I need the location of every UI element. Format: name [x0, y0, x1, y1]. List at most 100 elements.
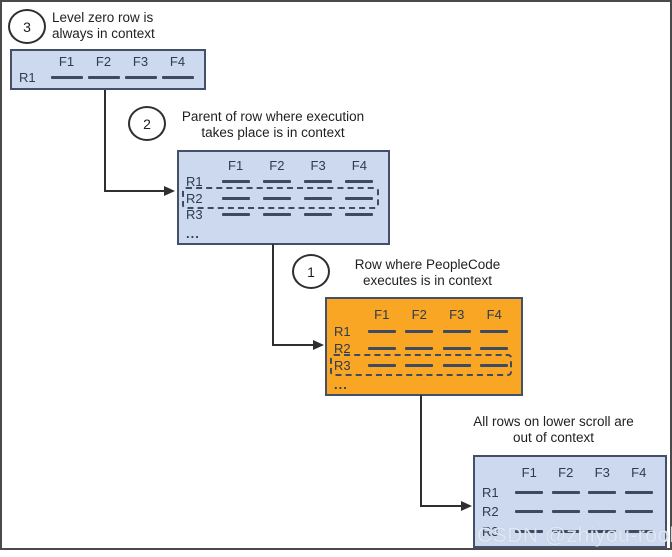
- column-header-f1: F1: [374, 307, 390, 322]
- grid-level0: F1 F2 F3 F4 R1: [10, 49, 206, 90]
- column-header-f4: F4: [169, 54, 186, 70]
- row-label-r1: R1: [482, 484, 499, 500]
- field-dash-icon: [551, 510, 580, 514]
- field-dash-icon: [551, 529, 580, 533]
- field-dash-icon: [480, 330, 509, 333]
- grid-execution-row: F1 F2 F3 F4 R1 R2 R3 ...: [325, 297, 523, 396]
- table-row: R1: [14, 70, 196, 86]
- step-badge-1-number: 1: [307, 263, 315, 280]
- field-dash-icon: [161, 75, 194, 79]
- field-dash-icon: [221, 196, 250, 200]
- row-label-r2: R2: [334, 341, 351, 356]
- connector-line: [272, 244, 274, 346]
- row-label-r1: R1: [334, 324, 351, 339]
- field-dash-icon: [87, 75, 120, 79]
- table-row: R1: [329, 323, 513, 340]
- caption-level-zero: Level zero row is always in context: [52, 10, 155, 42]
- step-badge-1: 1: [292, 254, 330, 289]
- field-dash-icon: [124, 75, 157, 79]
- table-row: R2: [477, 502, 657, 522]
- column-header-f2: F2: [269, 157, 285, 173]
- field-dash-icon: [405, 330, 434, 333]
- grid-parent-header-row: F1 F2 F3 F4: [181, 157, 380, 174]
- field-dash-icon: [624, 510, 653, 514]
- grid-parent-row: F1 F2 F3 F4 R1 R2 R3 ...: [177, 150, 390, 245]
- field-dash-icon: [262, 196, 291, 200]
- row-label-r3: R3: [334, 358, 351, 373]
- ellipsis-text: ...: [186, 226, 200, 241]
- column-header-f4: F4: [486, 307, 502, 322]
- row-label-r1: R1: [19, 69, 36, 85]
- column-header-f3: F3: [594, 465, 610, 481]
- field-dash-icon: [551, 490, 580, 494]
- field-dash-icon: [221, 180, 250, 184]
- step-badge-2: 2: [128, 106, 166, 141]
- field-dash-icon: [515, 510, 544, 514]
- caption-execution-row: Row where PeopleCode executes is in cont…: [335, 257, 520, 289]
- caption-execution-row-line1: Row where PeopleCode: [354, 257, 501, 272]
- caption-parent-row: Parent of row where execution takes plac…: [170, 109, 376, 141]
- grid-lower-scroll: F1 F2 F3 F4 R1 R2 R3: [473, 455, 667, 548]
- field-dash-icon: [262, 213, 291, 217]
- grid-execution-header-row: F1 F2 F3 F4: [329, 306, 513, 323]
- row-label-r3: R3: [186, 207, 203, 223]
- field-dash-icon: [345, 180, 374, 184]
- connector-line: [420, 395, 422, 507]
- grid-level0-header-row: F1 F2 F3 F4: [14, 54, 196, 70]
- table-row-highlighted: R3: [329, 354, 513, 376]
- field-dash-icon: [50, 75, 83, 79]
- caption-level-zero-line1: Level zero row is: [52, 10, 154, 25]
- column-header-f1: F1: [228, 157, 244, 173]
- column-header-f3: F3: [132, 54, 149, 70]
- field-dash-icon: [367, 347, 396, 350]
- field-dash-icon: [367, 364, 396, 367]
- field-dash-icon: [345, 213, 374, 217]
- field-dash-icon: [624, 490, 653, 494]
- field-dash-icon: [262, 180, 291, 184]
- more-rows-ellipsis: ...: [329, 377, 513, 392]
- column-header-f2: F2: [558, 465, 574, 481]
- connector-line: [272, 344, 315, 346]
- column-header-f3: F3: [449, 307, 465, 322]
- field-dash-icon: [304, 196, 333, 200]
- connector-line: [104, 190, 165, 192]
- field-dash-icon: [480, 347, 509, 350]
- field-dash-icon: [221, 213, 250, 217]
- field-dash-icon: [405, 364, 434, 367]
- field-dash-icon: [442, 330, 471, 333]
- field-dash-icon: [515, 490, 544, 494]
- table-row: R3: [181, 207, 380, 224]
- step-badge-3: 3: [8, 9, 46, 44]
- caption-parent-row-line1: Parent of row where execution: [181, 109, 365, 124]
- arrowhead-right-icon: [461, 501, 472, 511]
- grid-lower-header-row: F1 F2 F3 F4: [477, 463, 657, 483]
- row-label-r1: R1: [186, 174, 203, 190]
- arrowhead-right-icon: [313, 340, 324, 350]
- column-header-f3: F3: [310, 157, 326, 173]
- row-label-r3: R3: [482, 523, 499, 539]
- table-row: R1: [477, 483, 657, 503]
- field-dash-icon: [588, 510, 617, 514]
- connector-line: [104, 90, 106, 192]
- caption-lower-scroll-line1: All rows on lower scroll are: [473, 414, 634, 429]
- column-header-f1: F1: [58, 54, 75, 70]
- field-dash-icon: [442, 347, 471, 350]
- caption-level-zero-line2: always in context: [52, 26, 155, 41]
- column-header-f2: F2: [411, 307, 427, 322]
- table-row: R2: [329, 340, 513, 357]
- column-header-f2: F2: [95, 54, 112, 70]
- table-row: R3: [477, 522, 657, 542]
- field-dash-icon: [480, 364, 509, 367]
- arrowhead-right-icon: [164, 186, 175, 196]
- field-dash-icon: [304, 180, 333, 184]
- field-dash-icon: [588, 490, 617, 494]
- field-dash-icon: [442, 364, 471, 367]
- column-header-f1: F1: [521, 465, 537, 481]
- field-dash-icon: [588, 529, 617, 533]
- field-dash-icon: [304, 213, 333, 217]
- field-dash-icon: [345, 196, 374, 200]
- caption-lower-scroll-line2: out of context: [512, 430, 595, 445]
- field-dash-icon: [367, 330, 396, 333]
- column-header-f4: F4: [631, 465, 647, 481]
